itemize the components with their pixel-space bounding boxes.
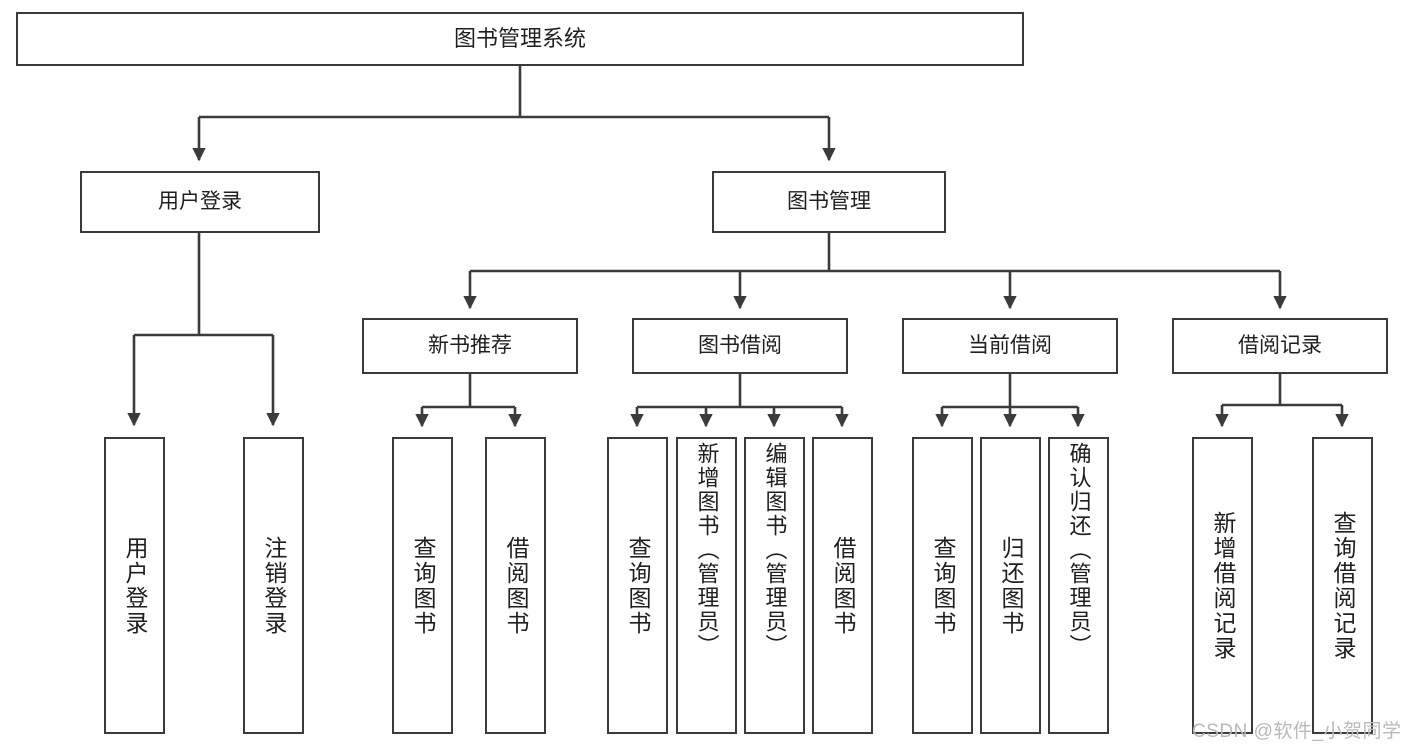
leaf-query-book-2-label: 查询图书 [625, 535, 651, 636]
node-book-manage-label: 图书管理 [787, 189, 871, 213]
leaf-query-book-2[interactable]: 查询图书 [607, 437, 668, 734]
leaf-add-book-label: 新增图书（管理员） [694, 442, 720, 658]
leaf-add-record-label: 新增借阅记录 [1210, 510, 1236, 661]
leaf-query-book-1[interactable]: 查询图书 [392, 437, 453, 734]
leaf-borrow-book-2-label: 借阅图书 [830, 535, 856, 636]
node-root[interactable]: 图书管理系统 [16, 12, 1024, 66]
node-borrow-record[interactable]: 借阅记录 [1172, 318, 1388, 374]
node-book-borrow-label: 图书借阅 [698, 333, 782, 357]
node-user-login-label: 用户登录 [158, 189, 242, 213]
leaf-add-record[interactable]: 新增借阅记录 [1192, 437, 1253, 734]
node-new-book-recommend[interactable]: 新书推荐 [362, 318, 578, 374]
csdn-watermark: CSDN @软件_小贺同学 [1192, 721, 1402, 742]
leaf-query-record-label: 查询借阅记录 [1330, 510, 1356, 661]
leaf-query-book-3[interactable]: 查询图书 [912, 437, 973, 734]
node-book-manage[interactable]: 图书管理 [712, 171, 946, 233]
leaf-borrow-book-1-label: 借阅图书 [503, 535, 529, 636]
node-root-label: 图书管理系统 [453, 25, 586, 51]
leaf-query-book-1-label: 查询图书 [410, 535, 436, 636]
leaf-logout[interactable]: 注销登录 [243, 437, 304, 734]
leaf-borrow-book-2[interactable]: 借阅图书 [812, 437, 873, 734]
node-book-borrow[interactable]: 图书借阅 [632, 318, 848, 374]
leaf-query-record[interactable]: 查询借阅记录 [1312, 437, 1373, 734]
leaf-confirm-return-label: 确认归还（管理员） [1066, 442, 1092, 658]
leaf-query-book-3-label: 查询图书 [930, 535, 956, 636]
leaf-return-book-label: 归还图书 [998, 535, 1024, 636]
node-current-borrow[interactable]: 当前借阅 [902, 318, 1118, 374]
leaf-logout-label: 注销登录 [261, 535, 287, 636]
leaf-edit-book[interactable]: 编辑图书（管理员） [744, 437, 805, 734]
leaf-borrow-book-1[interactable]: 借阅图书 [485, 437, 546, 734]
node-current-borrow-label: 当前借阅 [968, 333, 1052, 357]
leaf-edit-book-label: 编辑图书（管理员） [762, 442, 788, 658]
leaf-add-book[interactable]: 新增图书（管理员） [676, 437, 737, 734]
leaf-user-login-label: 用户登录 [122, 535, 148, 636]
leaf-user-login[interactable]: 用户登录 [104, 437, 165, 734]
node-borrow-record-label: 借阅记录 [1238, 333, 1322, 357]
leaf-confirm-return[interactable]: 确认归还（管理员） [1048, 437, 1109, 734]
leaf-return-book[interactable]: 归还图书 [980, 437, 1041, 734]
node-user-login[interactable]: 用户登录 [80, 171, 320, 233]
node-new-book-recommend-label: 新书推荐 [428, 333, 512, 357]
